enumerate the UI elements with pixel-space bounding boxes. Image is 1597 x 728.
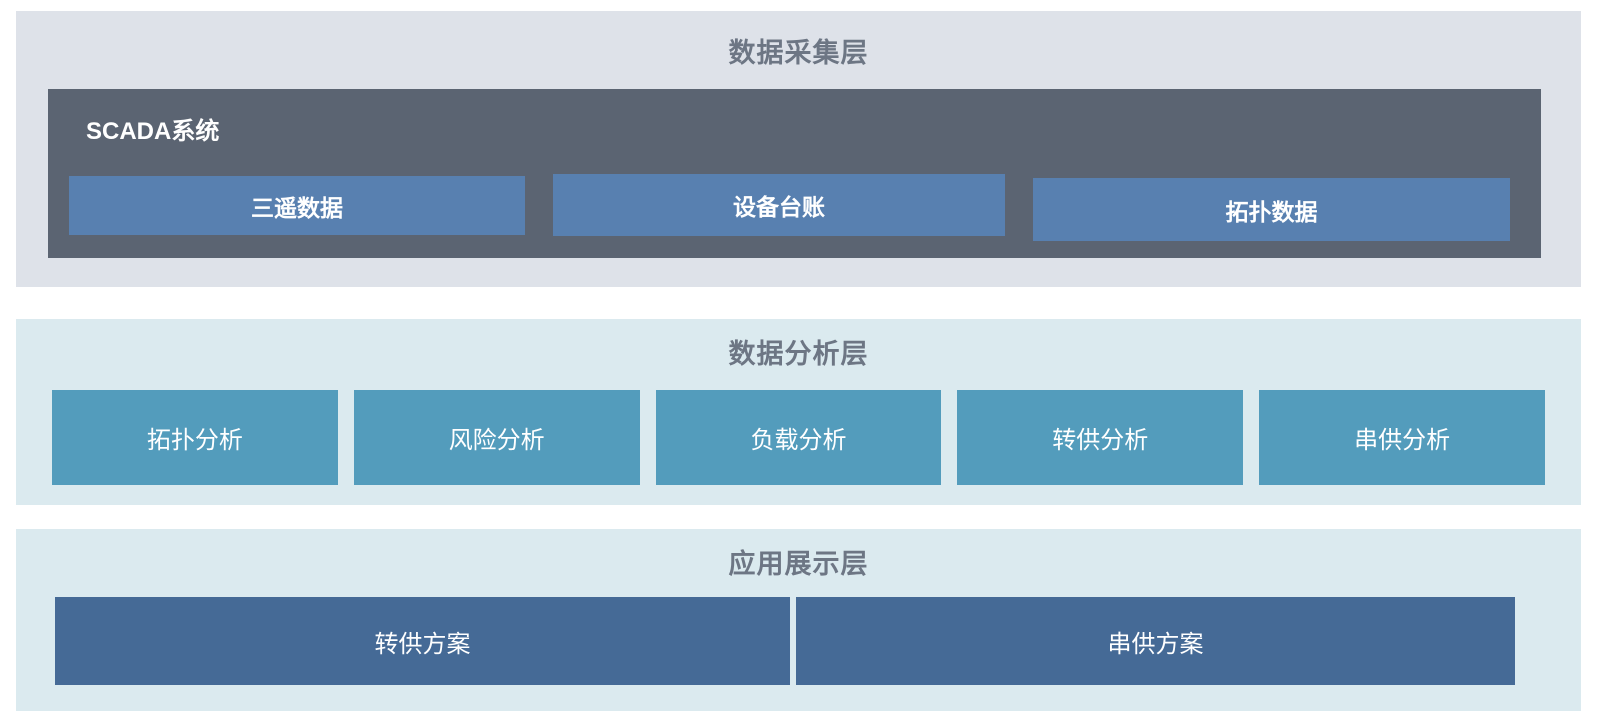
data-source-box-sanyao[interactable]: 三遥数据 [69, 176, 525, 235]
layer-title-data-analysis: 数据分析层 [728, 339, 869, 369]
layer-title-application-display: 应用展示层 [728, 549, 869, 579]
layer-data-collection: 数据采集层 SCADA系统 三遥数据 设备台账 拓扑数据 [16, 11, 1581, 287]
analysis-module-row: 拓扑分析 风险分析 负载分析 转供分析 串供分析 [52, 390, 1545, 485]
application-scheme-row: 转供方案 串供方案 [55, 597, 1515, 685]
application-box-series-scheme[interactable]: 串供方案 [796, 597, 1515, 685]
scada-system-group: SCADA系统 三遥数据 设备台账 拓扑数据 [48, 89, 1541, 258]
data-source-box-topology[interactable]: 拓扑数据 [1033, 178, 1510, 241]
scada-system-label: SCADA系统 [86, 118, 220, 145]
analysis-box-series-supply[interactable]: 串供分析 [1259, 390, 1545, 485]
layer-data-analysis: 数据分析层 拓扑分析 风险分析 负载分析 转供分析 串供分析 [16, 319, 1581, 505]
analysis-box-topology[interactable]: 拓扑分析 [52, 390, 338, 485]
analysis-box-transfer-supply[interactable]: 转供分析 [957, 390, 1244, 485]
data-source-box-equipment-ledger[interactable]: 设备台账 [553, 174, 1005, 236]
layer-title-data-collection: 数据采集层 [728, 38, 869, 68]
analysis-box-risk[interactable]: 风险分析 [353, 390, 640, 485]
data-source-row: 三遥数据 设备台账 拓扑数据 [48, 89, 1541, 258]
analysis-box-load[interactable]: 负载分析 [655, 390, 942, 485]
layer-application-display: 应用展示层 转供方案 串供方案 [16, 529, 1581, 711]
application-box-transfer-scheme[interactable]: 转供方案 [55, 597, 790, 685]
